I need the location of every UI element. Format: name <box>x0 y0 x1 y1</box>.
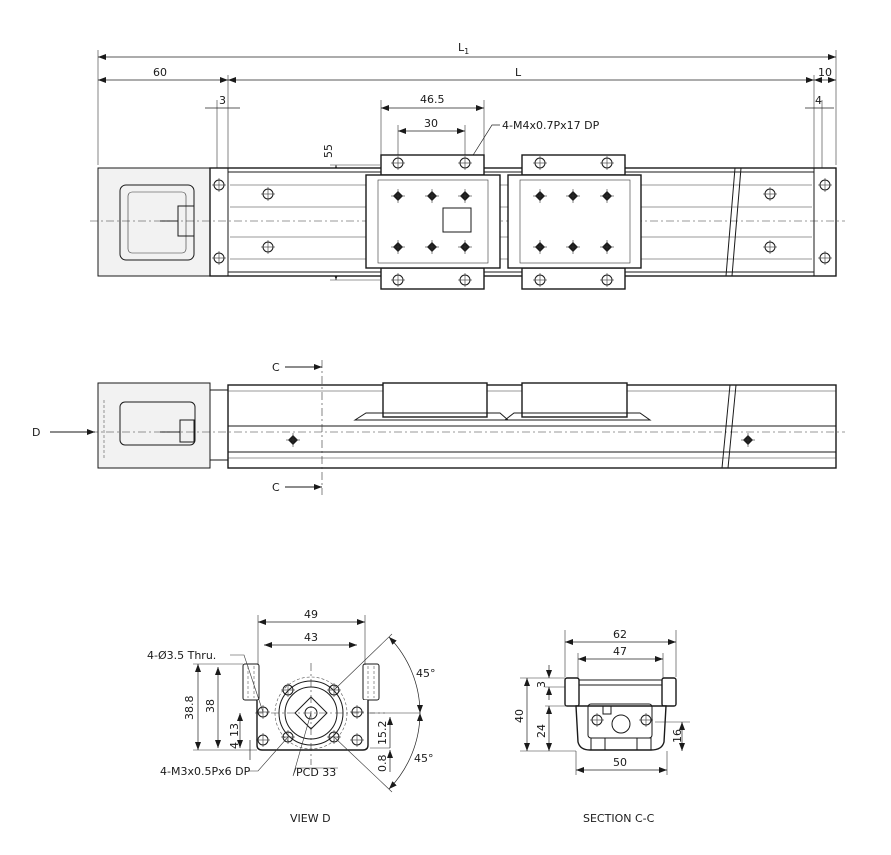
dim-4: 4 <box>228 742 241 749</box>
dim-50: 50 <box>613 756 627 769</box>
callout-m3-thread: 4-M3x0.5Px6 DP <box>160 765 251 778</box>
view-d: 49 43 38.8 38 13 4 15.2 0.8 <box>147 608 436 825</box>
dim-38-8: 38.8 <box>183 696 196 721</box>
dim-l1-label: L1 <box>458 41 469 56</box>
motor-housing-side <box>97 382 211 469</box>
section-mark-c-top: C <box>272 361 280 374</box>
callout-m4-thread: 4-M4x0.7Px17 DP <box>502 119 600 132</box>
dim-3: 3 <box>219 94 226 107</box>
dim-13: 13 <box>228 723 241 737</box>
section-c-c: 62 47 40 24 3 16 50 SECTION C-C <box>513 628 690 825</box>
carriage-2 <box>507 174 642 269</box>
callout-pcd: PCD 33 <box>296 766 336 779</box>
side-view: C C D <box>32 360 845 495</box>
dim-40: 40 <box>513 709 526 723</box>
section-cc-title: SECTION C-C <box>583 812 655 825</box>
angle-45-top: 45° <box>416 667 436 680</box>
dim-46-5: 46.5 <box>420 93 445 106</box>
top-view: L1 60 L 10 3 4 46.5 30 55 4-M4x0.7Px17 D… <box>90 41 845 290</box>
dim-60: 60 <box>153 66 167 79</box>
dim-55: 55 <box>322 144 335 158</box>
carriage-2-side <box>521 382 628 418</box>
dim-15-2: 15.2 <box>376 721 389 746</box>
carriage-1-side <box>382 382 488 418</box>
dim-38: 38 <box>204 699 217 713</box>
dim-l: L <box>515 66 522 79</box>
dim-4: 4 <box>815 94 822 107</box>
dim-16: 16 <box>671 729 684 743</box>
view-d-title: VIEW D <box>290 812 331 825</box>
dim-24: 24 <box>535 724 548 738</box>
angle-45-bottom: 45° <box>414 752 434 765</box>
dim-30: 30 <box>424 117 438 130</box>
dim-47: 47 <box>613 645 627 658</box>
view-mark-d: D <box>32 426 40 439</box>
dim-10: 10 <box>818 66 832 79</box>
dim-49: 49 <box>304 608 318 621</box>
dim-43: 43 <box>304 631 318 644</box>
callout-thru-holes: 4-Ø3.5 Thru. <box>147 649 216 662</box>
section-mark-c-bottom: C <box>272 481 280 494</box>
dim-3-section: 3 <box>535 681 548 688</box>
carriage-1 <box>365 174 501 269</box>
dim-0-8: 0.8 <box>376 755 389 773</box>
dim-62: 62 <box>613 628 627 641</box>
